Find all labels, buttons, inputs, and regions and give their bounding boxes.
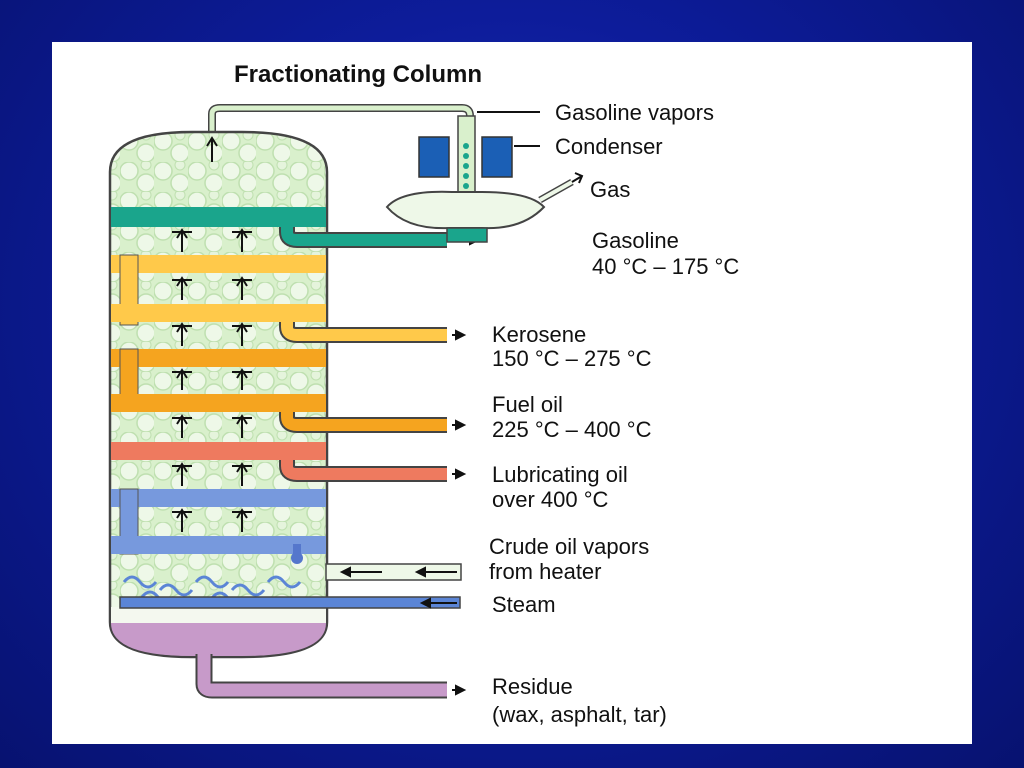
flask-outlet — [446, 227, 488, 243]
label-lubricating-oil: Lubricating oil — [492, 462, 628, 487]
label-kerosene: Kerosene — [492, 322, 586, 347]
vapor-arrows — [172, 136, 252, 532]
column-steam-zone — [111, 607, 326, 623]
label-condenser: Condenser — [555, 134, 663, 159]
label-gasoline-range: 40 °C – 175 °C — [592, 254, 739, 279]
tray-fuel-oil — [111, 394, 447, 433]
label-residue: Residue — [492, 674, 573, 699]
slide-panel: Fractionating Column — [52, 42, 972, 744]
tray-crude — [111, 536, 326, 564]
tray-kerosene — [111, 304, 447, 343]
fractionating-column-diagram: Fractionating Column — [108, 61, 739, 727]
label-kerosene-range: 150 °C – 275 °C — [492, 346, 652, 371]
output-arrows — [452, 234, 481, 696]
residue-sump — [111, 623, 326, 656]
label-steam: Steam — [492, 592, 556, 617]
receiver-flask — [385, 190, 546, 230]
label-residue-detail: (wax, asphalt, tar) — [492, 702, 667, 727]
leader-lines — [477, 111, 540, 147]
label-gasoline-vapors: Gasoline vapors — [555, 100, 714, 125]
steam-pipe — [119, 596, 461, 609]
steam-arrow — [419, 597, 457, 609]
diagram-title: Fractionating Column — [234, 61, 482, 88]
label-fuel-oil-range: 225 °C – 400 °C — [492, 417, 652, 442]
label-gasoline: Gasoline — [592, 228, 679, 253]
crude-inlet-arrows — [339, 566, 457, 578]
label-crude-vapors: Crude oil vapors — [489, 534, 649, 559]
tray-lubricating-oil — [111, 442, 447, 482]
residue-pipe — [197, 654, 447, 697]
label-fuel-oil: Fuel oil — [492, 392, 563, 417]
condenser-unit — [418, 115, 513, 197]
vapor-pipe — [209, 105, 473, 192]
gas-arrow — [571, 172, 584, 184]
label-crude-from-heater: from heater — [489, 559, 602, 584]
label-lubricating-range: over 400 °C — [492, 487, 609, 512]
tray-gasoline — [111, 207, 447, 248]
crude-inlet-pipe — [325, 563, 462, 581]
label-gas: Gas — [590, 177, 630, 202]
